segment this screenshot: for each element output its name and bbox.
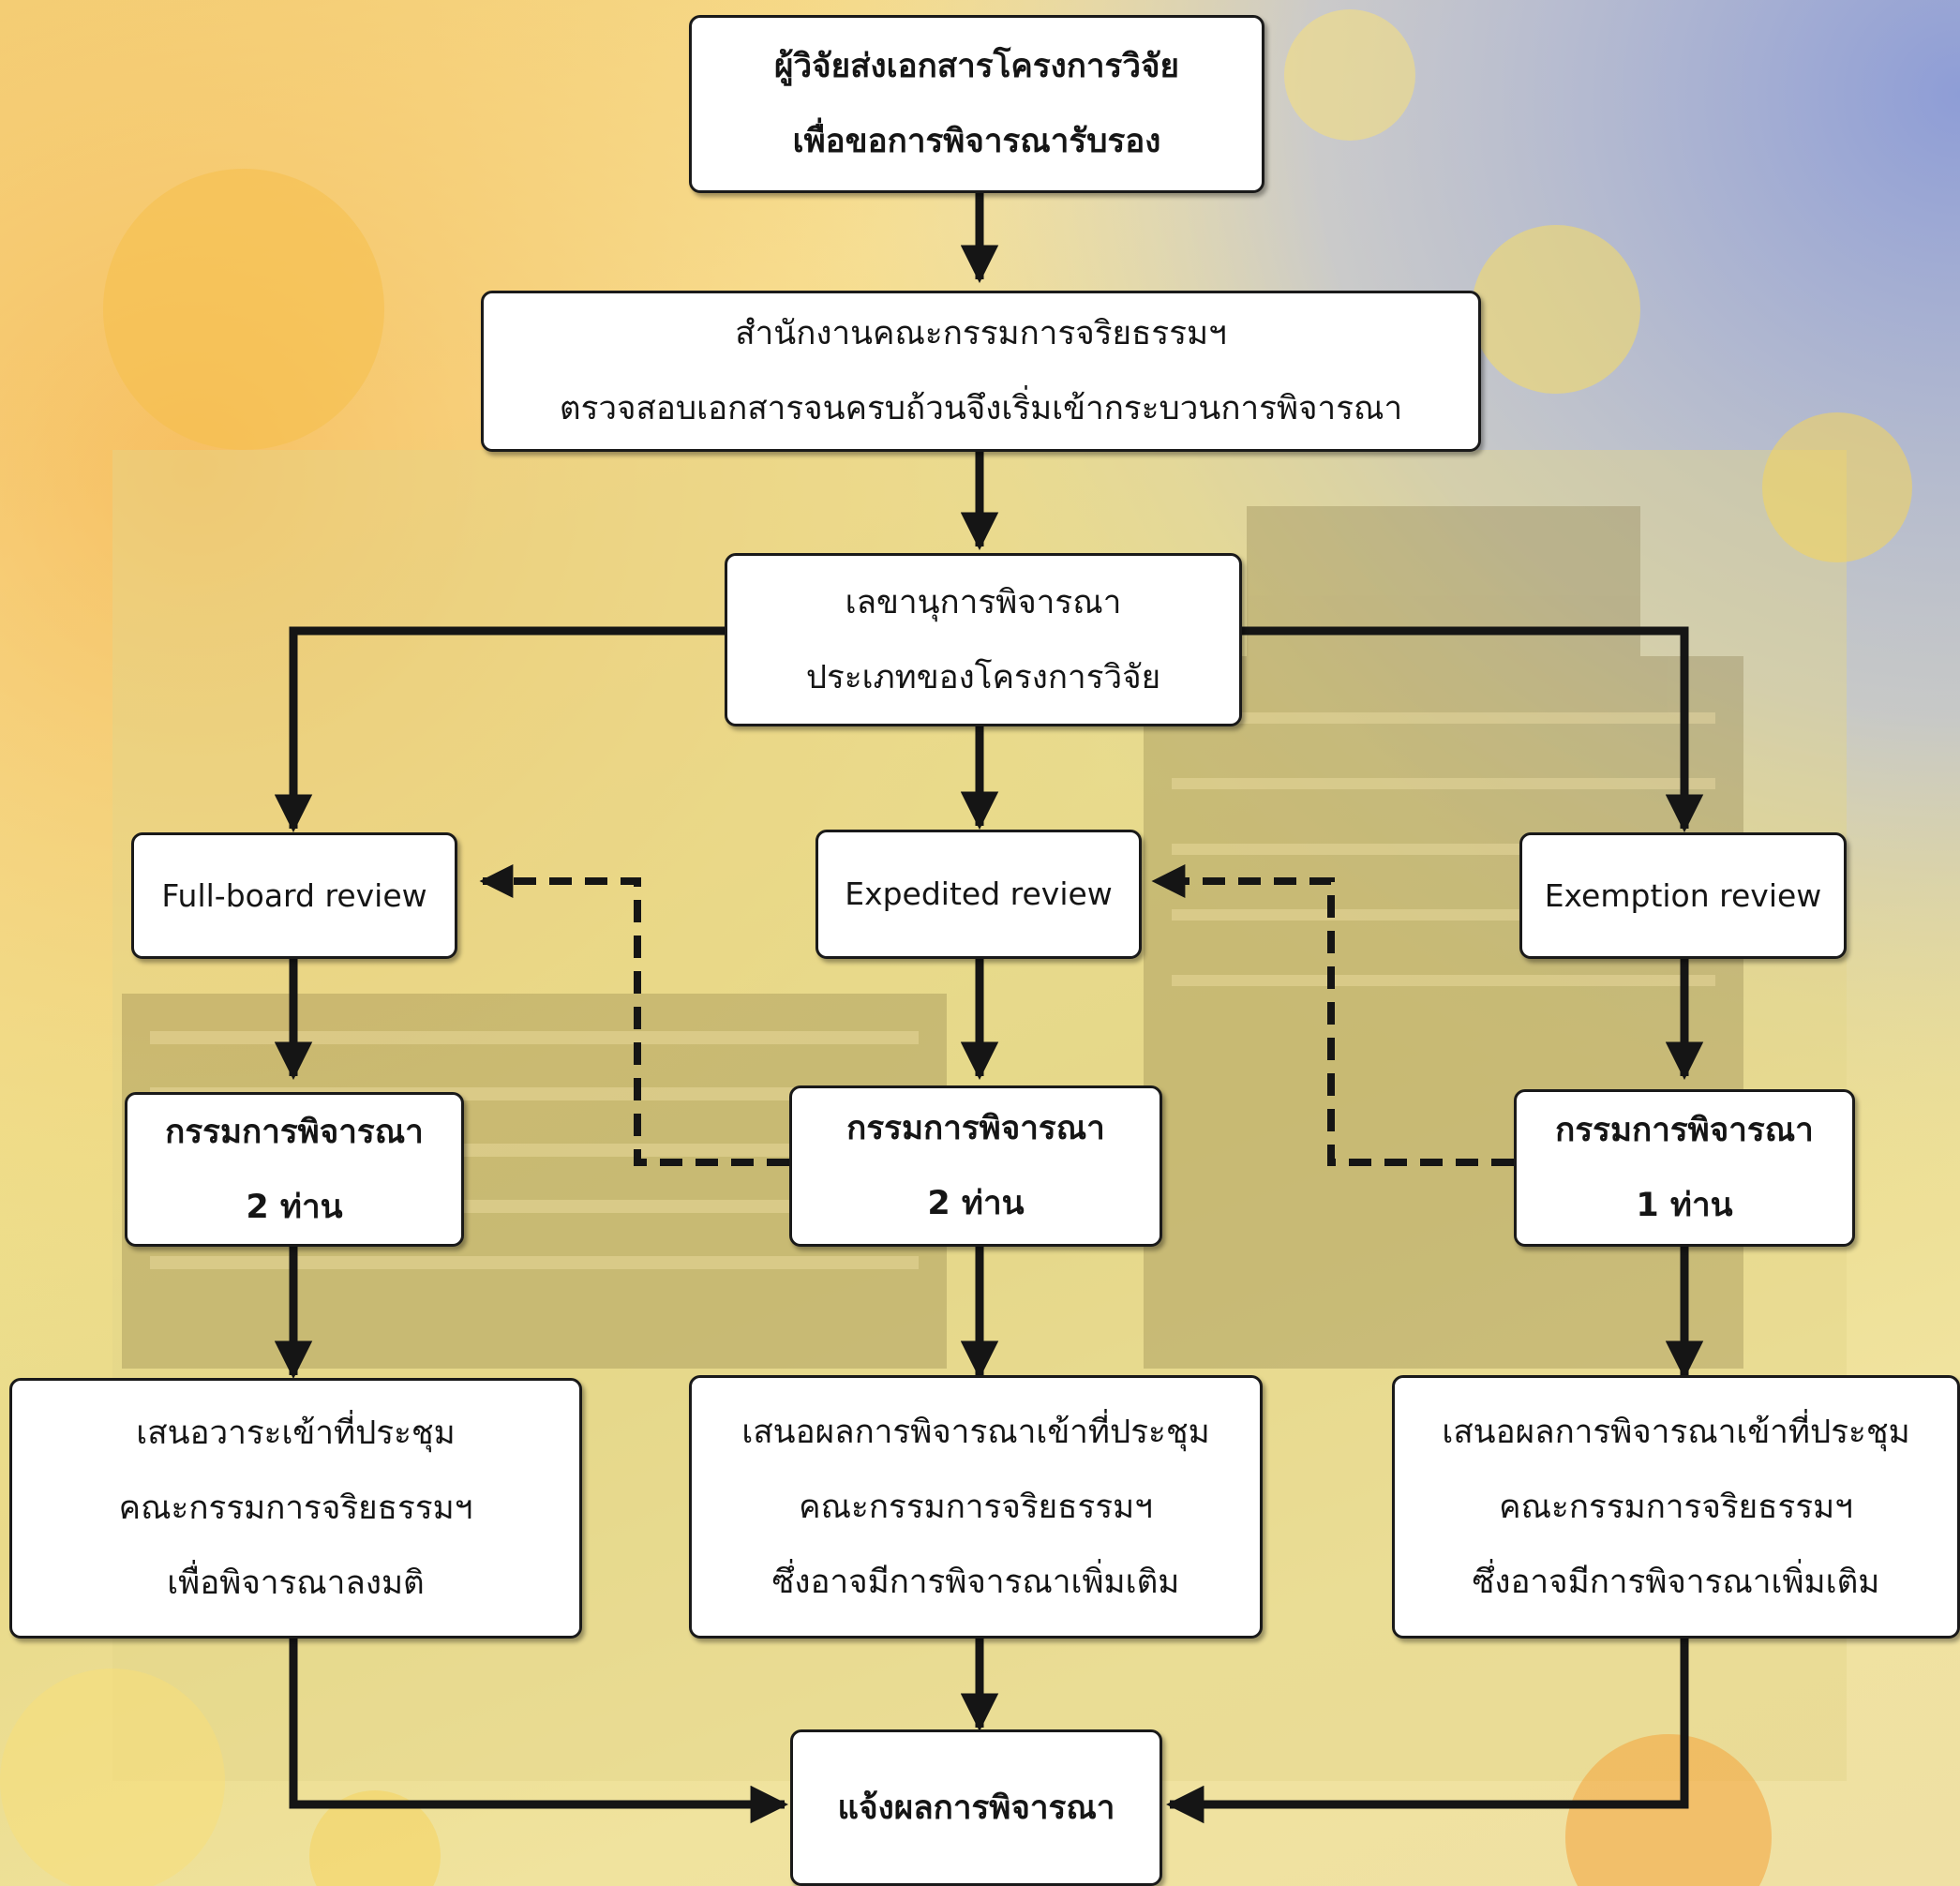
secretary-line-1: เลขานุการพิจารณา	[845, 583, 1122, 621]
secretary-line-2: ประเภทของโครงการวิจัย	[805, 658, 1161, 696]
exemption-label: Exemption review	[1544, 876, 1822, 914]
dashed-arrow-exemption-reviewers-to-expedited	[1151, 864, 1514, 1166]
reviewers-full-line-1: กรรมการพิจารณา	[165, 1113, 424, 1151]
reviewers-full-line-2: 2 ท่าน	[246, 1188, 343, 1226]
submit-line-1: ผู้วิจัยส่งเอกสารโครงการวิจัย	[773, 48, 1180, 85]
office-line-1: สำนักงานคณะกรรมการจริยธรรมฯ	[735, 315, 1227, 352]
report-exemption-line-3: ซึ่งอาจมีการพิจารณาเพิ่มเติม	[1472, 1563, 1880, 1601]
report-expedited-box: เสนอผลการพิจารณาเข้าที่ประชุม คณะกรรมการ…	[689, 1375, 1263, 1639]
submit-box: ผู้วิจัยส่งเอกสารโครงการวิจัย เพื่อขอการ…	[689, 15, 1264, 193]
report-expedited-line-3: ซึ่งอาจมีการพิจารณาเพิ่มเติม	[771, 1563, 1180, 1601]
secretary-box: เลขานุการพิจารณา ประเภทของโครงการวิจัย	[725, 553, 1242, 726]
reviewers-exemption-line-1: กรรมการพิจารณา	[1555, 1112, 1814, 1149]
notify-result-box: แจ้งผลการพิจารณา	[790, 1729, 1162, 1886]
submit-line-2: เพื่อขอการพิจารณารับรอง	[792, 123, 1161, 160]
reviewers-exemption-line-2: 1 ท่าน	[1636, 1187, 1733, 1224]
exemption-review-box: Exemption review	[1519, 832, 1847, 959]
dashed-arrow-expedited-reviewers-to-fullboard	[479, 864, 789, 1166]
expedited-label: Expedited review	[845, 876, 1113, 912]
office-line-2: ตรวจสอบเอกสารจนครบถ้วนจึงเริ่มเข้ากระบวน…	[559, 390, 1403, 427]
office-check-box: สำนักงานคณะกรรมการจริยธรรมฯ ตรวจสอบเอกสา…	[481, 291, 1481, 452]
fullboard-label: Full-board review	[161, 876, 427, 914]
reviewers-expedited-line-1: กรรมการพิจารณา	[846, 1110, 1105, 1147]
arrow-secretary-to-fullboard	[274, 626, 725, 833]
reviewers-expedited-box: กรรมการพิจารณา 2 ท่าน	[789, 1085, 1162, 1247]
fullboard-review-box: Full-board review	[131, 832, 457, 959]
reviewers-exemption-box: กรรมการพิจารณา 1 ท่าน	[1514, 1089, 1855, 1247]
arrow-report-exemption-to-notify	[1165, 1639, 1689, 1824]
agenda-full-line-3: เพื่อพิจารณาลงมติ	[167, 1564, 425, 1602]
reviewers-expedited-line-2: 2 ท่าน	[927, 1185, 1025, 1222]
agenda-full-box: เสนอวาระเข้าที่ประชุม คณะกรรมการจริยธรรม…	[9, 1378, 582, 1639]
arrow-agenda-to-notify	[289, 1639, 789, 1824]
report-expedited-line-1: เสนอผลการพิจารณาเข้าที่ประชุม	[741, 1413, 1210, 1451]
report-exemption-line-1: เสนอผลการพิจารณาเข้าที่ประชุม	[1442, 1413, 1910, 1451]
reviewers-full-box: กรรมการพิจารณา 2 ท่าน	[125, 1092, 464, 1247]
agenda-full-line-2: คณะกรรมการจริยธรรมฯ	[118, 1489, 473, 1527]
report-exemption-box: เสนอผลการพิจารณาเข้าที่ประชุม คณะกรรมการ…	[1392, 1375, 1960, 1639]
notify-line-1: แจ้งผลการพิจารณา	[837, 1789, 1115, 1827]
report-expedited-line-2: คณะกรรมการจริยธรรมฯ	[799, 1488, 1153, 1526]
agenda-full-line-1: เสนอวาระเข้าที่ประชุม	[136, 1414, 456, 1452]
report-exemption-line-2: คณะกรรมการจริยธรรมฯ	[1499, 1488, 1853, 1526]
arrow-secretary-to-exemption	[1242, 626, 1704, 833]
expedited-review-box: Expedited review	[815, 830, 1142, 959]
